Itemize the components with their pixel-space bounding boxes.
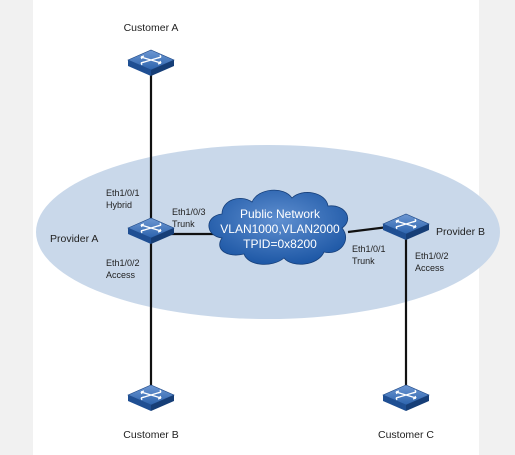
pa-port-eth103-name: Eth1/0/3	[172, 207, 206, 217]
pa-port-eth103-mode: Trunk	[172, 219, 195, 229]
switch-icon[interactable]	[127, 49, 175, 76]
pa-port-eth102-name: Eth1/0/2	[106, 258, 140, 268]
pa-port-eth101-name: Eth1/0/1	[106, 188, 140, 198]
cloud-label-line1: Public Network	[240, 207, 321, 221]
customer-b-label: Customer B	[123, 429, 178, 441]
pa-port-eth101-mode: Hybrid	[106, 200, 132, 210]
switch-icon[interactable]	[127, 384, 175, 411]
pb-port-eth101-name: Eth1/0/1	[352, 244, 386, 254]
switch-icon[interactable]	[382, 213, 430, 240]
pb-port-eth102-mode: Access	[415, 263, 445, 273]
provider-a-label: Provider A	[50, 233, 98, 245]
provider-b-label: Provider B	[436, 226, 485, 238]
customer-c-label: Customer C	[378, 429, 434, 441]
cloud-label-line2: VLAN1000,VLAN2000	[220, 222, 340, 236]
switch-icon[interactable]	[127, 217, 175, 244]
cloud-label-line3: TPID=0x8200	[243, 237, 317, 251]
pb-port-eth102-name: Eth1/0/2	[415, 251, 449, 261]
pb-port-eth101-mode: Trunk	[352, 256, 375, 266]
pa-port-eth102-mode: Access	[106, 270, 136, 280]
link-cloud-provider-b	[347, 225, 389, 234]
public-network-cloud: Public Network VLAN1000,VLAN2000 TPID=0x…	[208, 189, 348, 265]
switch-icon[interactable]	[382, 384, 430, 411]
customer-a-label: Customer A	[124, 22, 179, 34]
